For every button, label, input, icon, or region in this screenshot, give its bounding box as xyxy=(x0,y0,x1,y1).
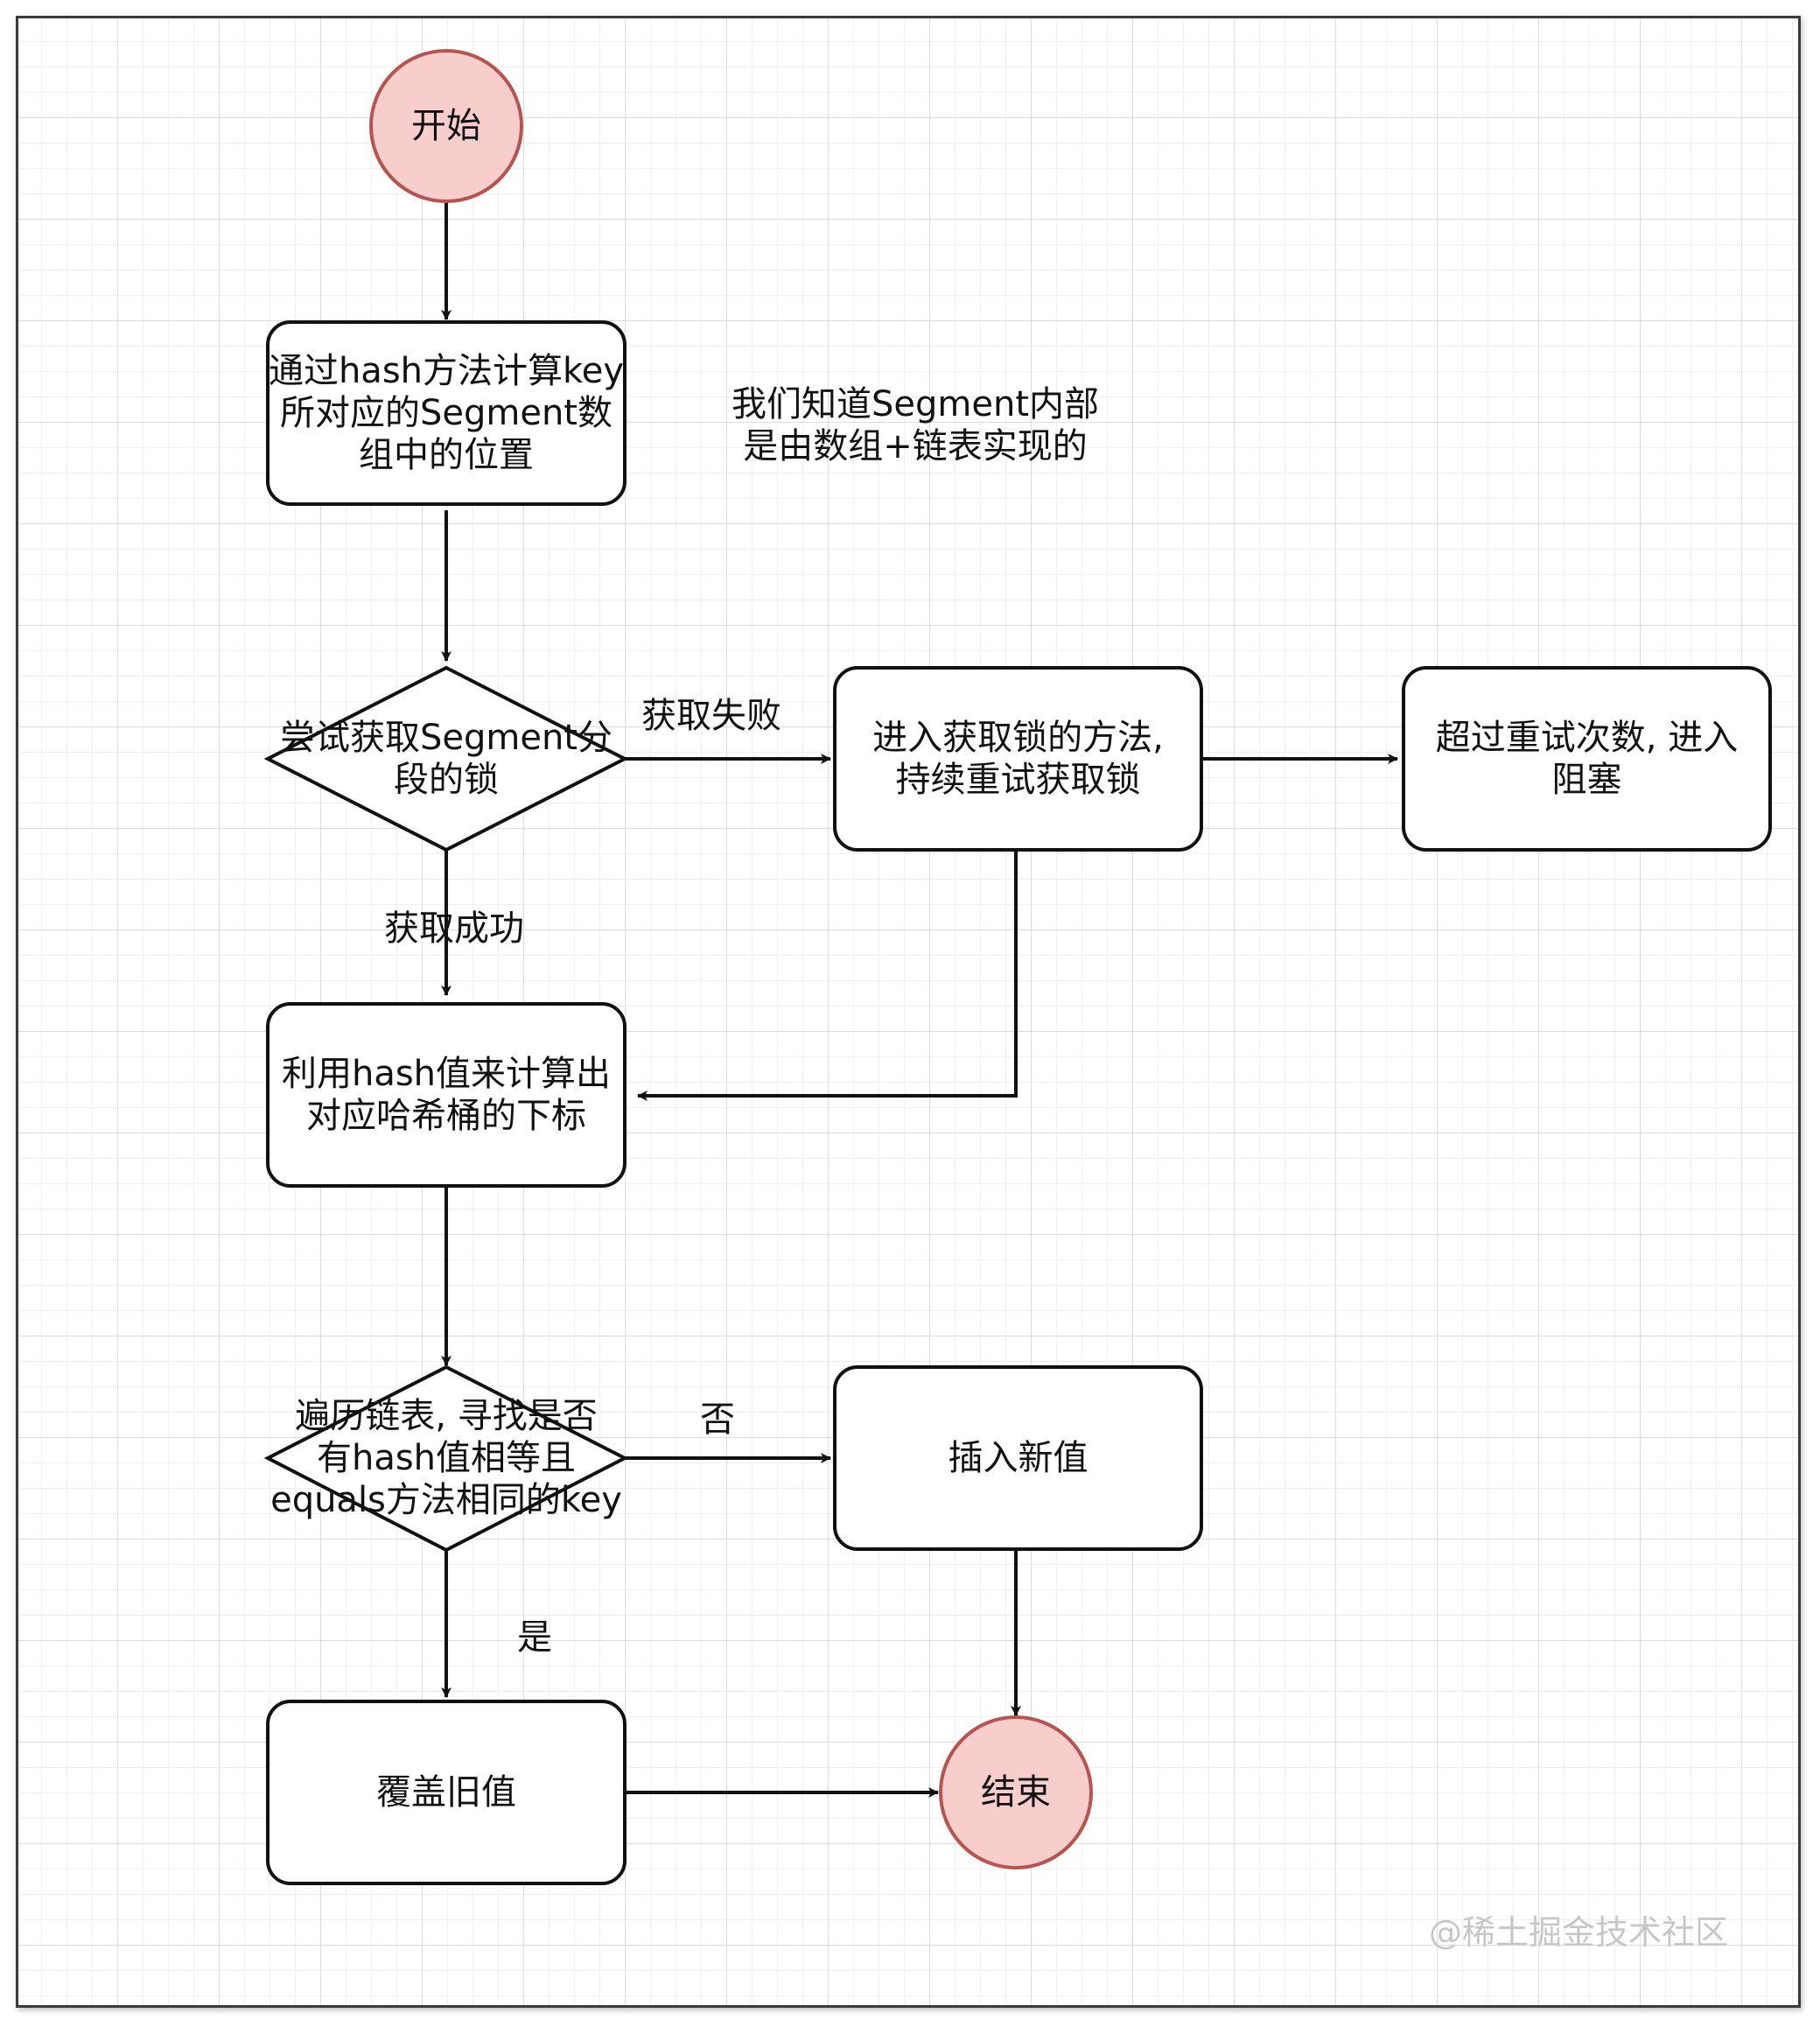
find-key-node-shape xyxy=(263,1364,629,1553)
end-node-shape xyxy=(939,1715,1093,1869)
edge-label-yes: 是 xyxy=(517,1617,552,1658)
edge-label-lock-failed: 获取失败 xyxy=(641,696,781,736)
retry-lock-node-shape xyxy=(833,666,1203,852)
overwrite-old-node-shape xyxy=(266,1700,626,1885)
edge-label-lock-succeeded: 获取成功 xyxy=(384,908,524,949)
start-node-shape xyxy=(369,49,523,203)
insert-new-node-shape xyxy=(833,1365,1203,1551)
compute-bucket-node-shape xyxy=(266,1002,626,1188)
diagram-canvas: 开始 通过hash方法计算key 所对应的Segment数 组中的位置 尝试获取… xyxy=(16,16,1801,2008)
flowchart-svg xyxy=(263,49,1772,1885)
edge-label-no: 否 xyxy=(700,1399,735,1440)
nodes xyxy=(263,49,1772,1885)
block-node-shape xyxy=(1402,666,1772,852)
edges xyxy=(441,202,1398,1798)
compute-segment-node-shape xyxy=(266,320,626,506)
watermark-text: @稀土掘金技术社区 xyxy=(1428,1913,1728,1952)
try-lock-node-shape xyxy=(263,665,629,852)
edge-retry-lock-to-compute-bucket xyxy=(637,850,1018,1101)
